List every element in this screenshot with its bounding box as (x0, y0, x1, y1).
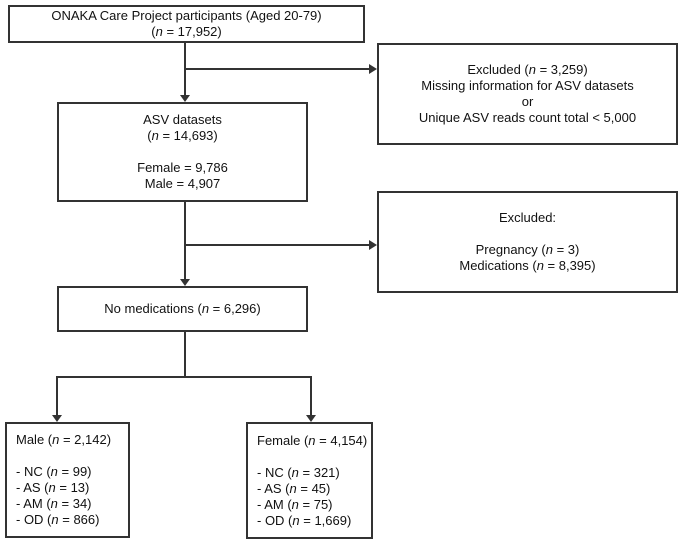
box-line: No medications (n = 6,296) (104, 301, 261, 316)
box-line: ASV datasets (143, 112, 222, 127)
box-participants: ONAKA Care Project participants (Aged 20… (8, 5, 365, 43)
box-excluded-medications: Excluded: Pregnancy (n = 3)Medications (… (377, 191, 678, 293)
connector-branch-horizontal (56, 376, 312, 378)
connector-to-excluded-medications (185, 244, 369, 246)
box-line (257, 449, 365, 465)
box-line: - OD (n = 866) (16, 512, 100, 527)
box-line: Excluded: (498, 210, 557, 225)
box-female: Female (n = 4,154) - NC (n = 321)- AS (n… (246, 422, 373, 539)
arrowhead-right-icon (369, 64, 377, 74)
box-line: Female = 9,786 (137, 160, 228, 175)
arrowhead-down-icon (52, 415, 62, 422)
box-line: ONAKA Care Project participants (Aged 20… (51, 8, 322, 23)
box-line: Male (n = 2,142) (16, 432, 112, 447)
arrowhead-right-icon (369, 240, 377, 250)
arrowhead-down-icon (306, 415, 316, 422)
connector-asv-to-no-medications (184, 202, 186, 280)
connector-branch-to-female (310, 376, 312, 416)
box-line: - NC (n = 321) (257, 464, 340, 480)
box-line: or (521, 94, 534, 109)
box-line: - NC (n = 99) (16, 464, 92, 479)
box-line (383, 226, 672, 242)
arrowhead-down-icon (180, 279, 190, 286)
box-line: Missing information for ASV datasets (421, 78, 634, 93)
box-line: - AS (n = 45) (257, 480, 331, 496)
box-line: - OD (n = 1,669) (257, 512, 352, 528)
box-line: (n = 17,952) (151, 24, 222, 39)
box-line: (n = 14,693) (147, 128, 218, 143)
box-line: Unique ASV reads count total < 5,000 (418, 110, 637, 125)
arrowhead-down-icon (180, 95, 190, 102)
box-line: Pregnancy (n = 3) (475, 242, 580, 257)
connector-to-excluded-asv (185, 68, 370, 70)
box-line: Male = 4,907 (144, 176, 221, 191)
box-no-medications: No medications (n = 6,296) (57, 286, 308, 332)
box-line (63, 144, 302, 160)
box-line: Medications (n = 8,395) (459, 258, 596, 273)
box-male: Male (n = 2,142) - NC (n = 99)- AS (n = … (5, 422, 130, 538)
box-line: Female (n = 4,154) (257, 432, 368, 448)
connector-branch-to-male (56, 376, 58, 416)
box-line: - AM (n = 75) (257, 496, 333, 512)
box-line: - AS (n = 13) (16, 480, 90, 495)
box-line (16, 448, 122, 464)
box-excluded-asv: Excluded (n = 3,259)Missing information … (377, 43, 678, 145)
connector-no-medications-to-branch (184, 332, 186, 378)
box-line: - AM (n = 34) (16, 496, 92, 511)
box-line: Excluded (n = 3,259) (467, 62, 588, 77)
